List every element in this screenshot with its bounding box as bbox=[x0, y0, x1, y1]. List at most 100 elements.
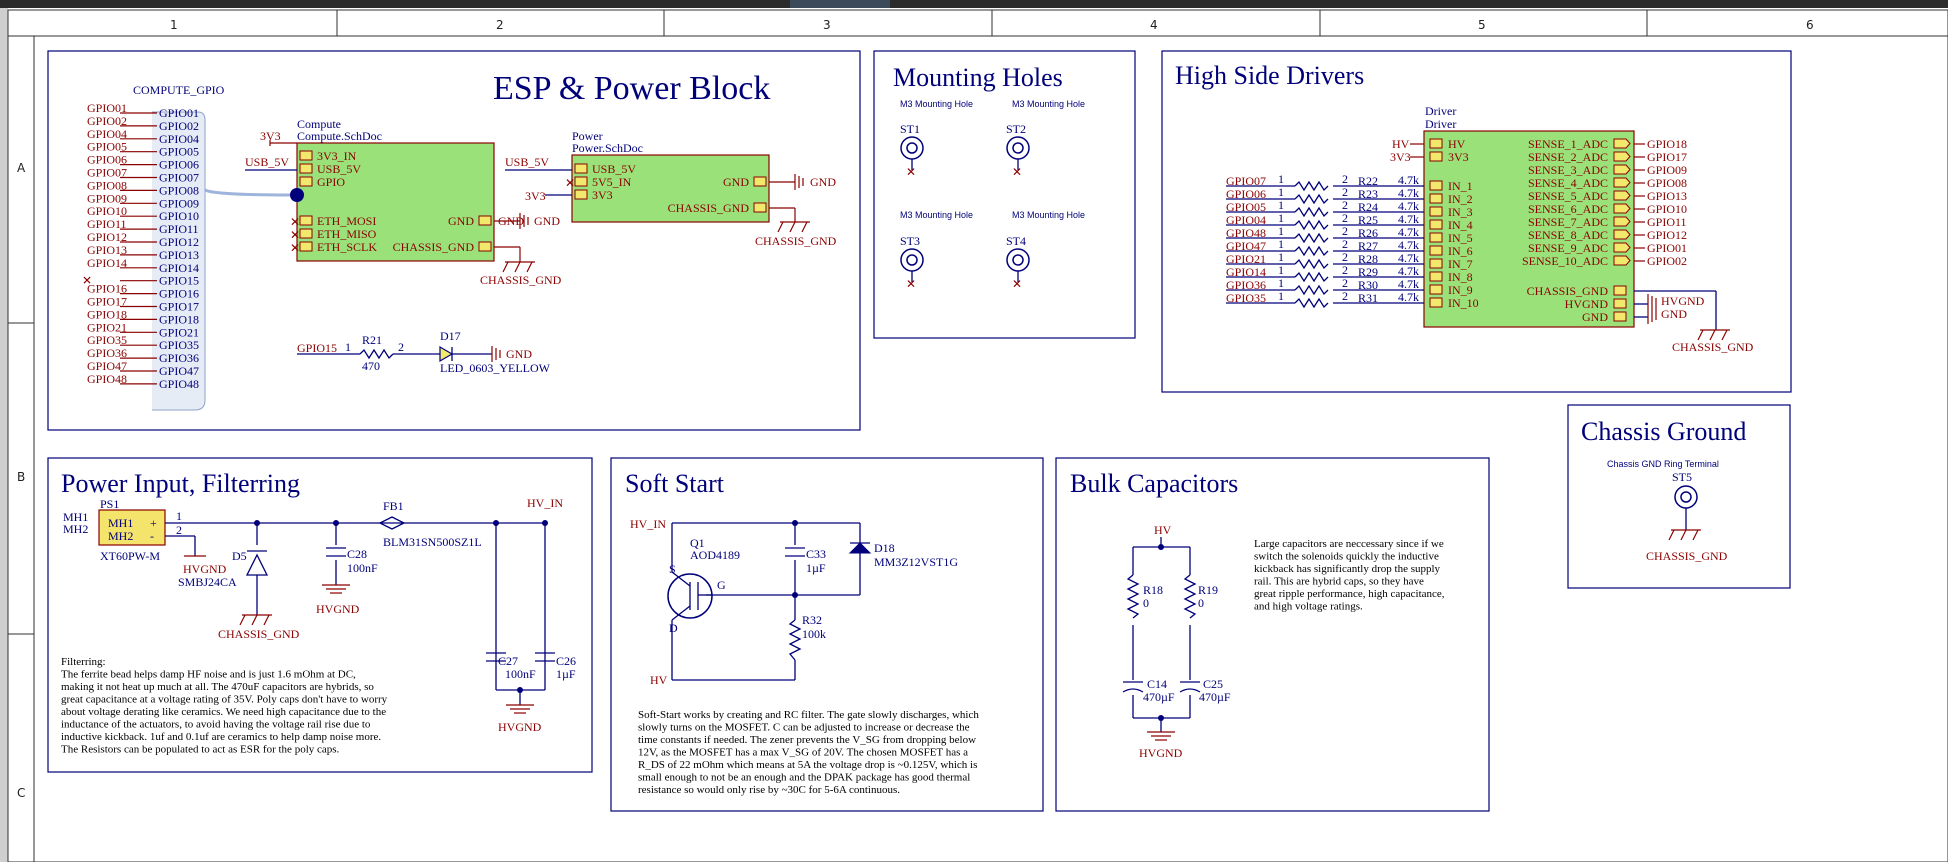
driver-gnd-port[interactable] bbox=[1613, 298, 1627, 309]
driver-sense-port[interactable] bbox=[1613, 164, 1631, 175]
q1-mosfet[interactable] bbox=[667, 573, 713, 619]
driver-sheet-symbol[interactable] bbox=[1423, 130, 1635, 328]
sheet-port[interactable] bbox=[478, 215, 492, 226]
driver-input-resistor[interactable] bbox=[1294, 180, 1329, 192]
gpio-net-label: GPIO17 bbox=[87, 295, 127, 309]
compute-sheet-symbol[interactable] bbox=[296, 142, 495, 262]
driver-input-port[interactable] bbox=[1429, 219, 1443, 230]
r18-designator: R18 bbox=[1143, 583, 1163, 597]
driver-sense-port[interactable] bbox=[1613, 151, 1631, 162]
sheet-port[interactable] bbox=[299, 150, 313, 161]
r32-resistor[interactable] bbox=[788, 619, 802, 661]
driver-hvgnd-net: HVGND bbox=[1661, 294, 1705, 308]
sheet-port[interactable] bbox=[574, 189, 588, 200]
d18-zener[interactable] bbox=[848, 542, 872, 554]
q1-pin-d: D bbox=[669, 621, 678, 635]
driver-sense-port[interactable] bbox=[1613, 190, 1631, 201]
sheet-port-label: 3V3 bbox=[592, 188, 613, 202]
driver-input-resistor[interactable] bbox=[1294, 245, 1329, 257]
driver-input-resistor[interactable] bbox=[1294, 219, 1329, 231]
driver-sense-port[interactable] bbox=[1613, 203, 1631, 214]
driver-chassis-net: CHASSIS_GND bbox=[1672, 340, 1754, 354]
driver-input-port[interactable] bbox=[1429, 193, 1443, 204]
driver-input-port[interactable] bbox=[1429, 180, 1443, 191]
driver-input-resistor[interactable] bbox=[1294, 193, 1329, 205]
sheet-port-label: USB_5V bbox=[317, 162, 361, 176]
d5-tvs-diode[interactable] bbox=[245, 550, 269, 576]
compute-3v3-net: 3V3 bbox=[260, 129, 281, 143]
driver-sense-port[interactable] bbox=[1613, 177, 1631, 188]
power-sheet-symbol[interactable] bbox=[571, 154, 770, 223]
driver-input-net: GPIO21 bbox=[1226, 252, 1266, 266]
d5-chassis-net: CHASSIS_GND bbox=[218, 627, 300, 641]
mount-hole-symbol[interactable] bbox=[900, 248, 924, 272]
driver-input-port[interactable] bbox=[1429, 284, 1443, 295]
driver-input-res-value: 4.7k bbox=[1398, 212, 1419, 226]
note-line: R_DS of 22 mOhm which means at 5A the vo… bbox=[638, 759, 977, 771]
driver-sense-port[interactable] bbox=[1613, 229, 1631, 240]
driver-input-resistor[interactable] bbox=[1294, 297, 1329, 309]
mount-hole-symbol[interactable] bbox=[900, 136, 924, 160]
fb1-ferrite-bead[interactable] bbox=[378, 516, 406, 530]
power-3v3-net: 3V3 bbox=[525, 189, 546, 203]
sheet-port[interactable] bbox=[753, 176, 767, 187]
note-line: rail. This are hybrid caps, so they have bbox=[1254, 576, 1424, 588]
resistor-pin: 1 bbox=[1278, 250, 1284, 264]
driver-sense-port[interactable] bbox=[1613, 242, 1631, 253]
r18-resistor[interactable] bbox=[1126, 574, 1140, 619]
driver-input-port[interactable] bbox=[1429, 271, 1443, 282]
driver-input-port[interactable] bbox=[1429, 206, 1443, 217]
r19-resistor[interactable] bbox=[1183, 574, 1197, 619]
driver-input-resistor[interactable] bbox=[1294, 232, 1329, 244]
d17-led[interactable] bbox=[439, 345, 454, 363]
driver-sense-port[interactable] bbox=[1613, 255, 1631, 266]
r18-value: 0 bbox=[1143, 596, 1149, 610]
harness-entry: GPIO18 bbox=[159, 312, 199, 326]
sheet-port[interactable] bbox=[299, 215, 313, 226]
driver-input-port[interactable] bbox=[1429, 297, 1443, 308]
driver-input-port[interactable] bbox=[1429, 245, 1443, 256]
harness-entry: GPIO17 bbox=[159, 300, 199, 314]
driver-gnd-pin: CHASSIS_GND bbox=[1527, 284, 1609, 298]
driver-gnd-port[interactable] bbox=[1613, 311, 1627, 322]
active-tab-indicator[interactable] bbox=[790, 0, 890, 8]
high-side-title: High Side Drivers bbox=[1175, 61, 1364, 90]
driver-input-resistor[interactable] bbox=[1294, 206, 1329, 218]
driver-3v3-net: 3V3 bbox=[1390, 150, 1411, 164]
mount-hole-symbol[interactable] bbox=[1006, 248, 1030, 272]
driver-input-res-designator: R25 bbox=[1358, 213, 1378, 227]
note-line: Large capacitors are neccessary since if… bbox=[1254, 538, 1444, 550]
driver-gnd-port[interactable] bbox=[1613, 285, 1627, 296]
sheet-port[interactable] bbox=[299, 176, 313, 187]
sheet-port[interactable] bbox=[478, 241, 492, 252]
compute-usb-net: USB_5V bbox=[245, 155, 289, 169]
driver-input-resistor[interactable] bbox=[1294, 258, 1329, 270]
sheet-port[interactable] bbox=[574, 176, 588, 187]
gpio-harness[interactable] bbox=[152, 111, 206, 411]
gpio-net-label: GPIO16 bbox=[87, 282, 127, 296]
r32-designator: R32 bbox=[802, 613, 822, 627]
sheet-port[interactable] bbox=[299, 163, 313, 174]
sheet-port[interactable] bbox=[753, 202, 767, 213]
driver-input-port[interactable] bbox=[1429, 232, 1443, 243]
driver-input-resistor[interactable] bbox=[1294, 271, 1329, 283]
driver-sense-port[interactable] bbox=[1613, 138, 1631, 149]
note-line: about voltage derating like ceramics. We… bbox=[61, 706, 386, 718]
driver-input-port[interactable] bbox=[1429, 258, 1443, 269]
r21-resistor[interactable] bbox=[359, 348, 394, 360]
bulk-section: Bulk Capacitors HV R18 0 R19 0 C14 470µF… bbox=[1055, 457, 1490, 812]
sheet-port[interactable] bbox=[299, 228, 313, 239]
sheet-port[interactable] bbox=[574, 163, 588, 174]
note-line: switch the solenoids quickly the inducti… bbox=[1254, 551, 1439, 563]
driver-sense-port[interactable] bbox=[1613, 216, 1631, 227]
st5-ring-terminal[interactable] bbox=[1674, 485, 1698, 509]
driver-input-resistor[interactable] bbox=[1294, 284, 1329, 296]
driver-sense-pin: SENSE_6_ADC bbox=[1528, 202, 1608, 216]
ps1-connector[interactable] bbox=[98, 509, 166, 546]
sheet-port[interactable] bbox=[299, 241, 313, 252]
mount-hole-symbol[interactable] bbox=[1006, 136, 1030, 160]
svg-text:-: - bbox=[150, 529, 154, 543]
